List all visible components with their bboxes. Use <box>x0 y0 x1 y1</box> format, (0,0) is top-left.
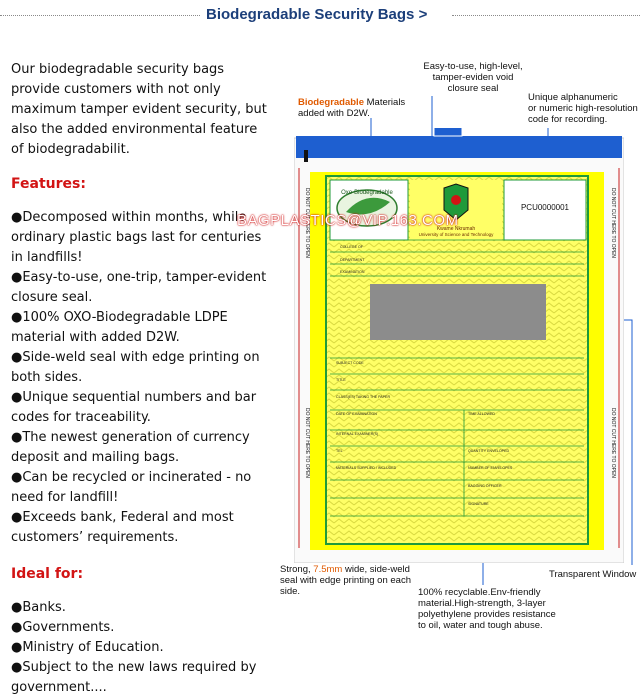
feature-item: ●Exceeds bank, Federal and most customer… <box>11 510 234 545</box>
svg-text:TIME ALLOWED: TIME ALLOWED <box>468 412 495 416</box>
transparent-window <box>370 284 546 340</box>
serial-number: PCU0000001 <box>521 203 570 212</box>
feature-item: ●Side-weld seal with edge printing on bo… <box>11 350 260 385</box>
svg-text:INTERNAL EXAMINER(S): INTERNAL EXAMINER(S) <box>336 432 378 436</box>
security-bag-svg: Oxo-Biodegradable PCU0000001 Kwame Nkrum… <box>293 107 625 564</box>
feature-item: ●Unique sequential numbers and bar codes… <box>11 390 257 425</box>
ideal-item: ●Banks. <box>11 600 66 615</box>
side-warning-right-2: DO NOT CUT HERE TO OPEN <box>610 408 616 478</box>
svg-text:TEL: TEL <box>336 449 343 453</box>
side-warning-right: DO NOT CUT HERE TO OPEN <box>610 188 616 258</box>
svg-text:Kwame Nkrumah: Kwame Nkrumah <box>437 226 476 232</box>
side-warning-left-2: DO NOT CUT HERE TO OPEN <box>304 408 310 478</box>
biodegradable-highlight: Biodegradable <box>298 97 364 108</box>
ideal-item: ●Subject to the new laws required by gov… <box>11 660 257 695</box>
side-warning-left: DO NOT CUT HERE TO OPEN <box>304 188 310 258</box>
svg-text:EXAMINATION: EXAMINATION <box>340 270 365 274</box>
svg-text:CLASS(ES) TAKING THE PAPER: CLASS(ES) TAKING THE PAPER <box>336 395 390 399</box>
feature-item: ●100% OXO-Biodegradable LDPE material wi… <box>11 310 228 345</box>
svg-text:SIGNATURE: SIGNATURE <box>468 502 489 506</box>
description-column: Our biodegradable security bags provide … <box>11 60 273 698</box>
ideal-item: ●Ministry of Education. <box>11 640 164 655</box>
svg-text:DEPARTMENT: DEPARTMENT <box>340 258 365 262</box>
svg-text:NUMBER OF ENVELOPES: NUMBER OF ENVELOPES <box>468 466 513 470</box>
feature-item: ●Can be recycled or incinerated - no nee… <box>11 470 252 505</box>
svg-text:QUANTITY ENVELOPED: QUANTITY ENVELOPED <box>468 449 509 453</box>
void-seal-tab <box>433 107 463 137</box>
feature-item: ●The newest generation of currency depos… <box>11 430 250 465</box>
ideal-item: ●Governments. <box>11 620 115 635</box>
transparent-window-callout: Transparent Window <box>549 569 637 580</box>
features-heading: Features: <box>11 176 86 192</box>
page-title[interactable]: Biodegradable Security Bags > <box>206 6 428 23</box>
svg-text:BAGGING OFFICER: BAGGING OFFICER <box>468 484 502 488</box>
oxo-logo-text: Oxo-Biodegradable <box>341 190 393 196</box>
security-bag-illustration: Oxo-Biodegradable PCU0000001 Kwame Nkrum… <box>293 107 625 567</box>
feature-item: ●Easy-to-use, one-trip, tamper-evident c… <box>11 270 267 305</box>
biodegradable-callout: Biodegradable Materials added with D2W. <box>298 97 406 119</box>
svg-text:TITLE: TITLE <box>336 378 346 382</box>
side-weld-callout: Strong, 7.5mm wide, side-weld seal with … <box>280 564 411 597</box>
svg-text:MATERIALS SUPPLIED / INCLUDED: MATERIALS SUPPLIED / INCLUDED <box>336 466 397 470</box>
intro-paragraph: Our biodegradable security bags provide … <box>11 62 267 157</box>
recyclable-callout: 100% recyclable.Env-friendly material.Hi… <box>418 587 556 631</box>
header-rule-left <box>0 15 200 16</box>
ideal-heading: Ideal for: <box>11 566 84 582</box>
header-rule-right <box>452 15 640 16</box>
svg-text:SUBJECT CODE: SUBJECT CODE <box>336 361 364 365</box>
svg-text:University of Science and Tech: University of Science and Technology <box>419 232 494 237</box>
features-list: ●Decomposed within months, while ordinar… <box>11 208 273 548</box>
email-watermark: BAGPLASTICS@VIP.163.COM <box>237 212 459 229</box>
alphanumeric-callout: Unique alphanumeric or numeric high-reso… <box>528 92 638 125</box>
closure-seal-callout: Easy-to-use, high-level, tamper-eviden v… <box>423 61 523 94</box>
closure-seal-strip <box>296 136 622 158</box>
svg-text:COLLEGE OF: COLLEGE OF <box>340 245 364 249</box>
ideal-list: ●Banks. ●Governments. ●Ministry of Educa… <box>11 598 273 698</box>
svg-text:DATE OF EXAMINATION: DATE OF EXAMINATION <box>336 412 377 416</box>
page-header: Biodegradable Security Bags > <box>0 0 640 32</box>
feature-item: ●Decomposed within months, while ordinar… <box>11 210 262 265</box>
